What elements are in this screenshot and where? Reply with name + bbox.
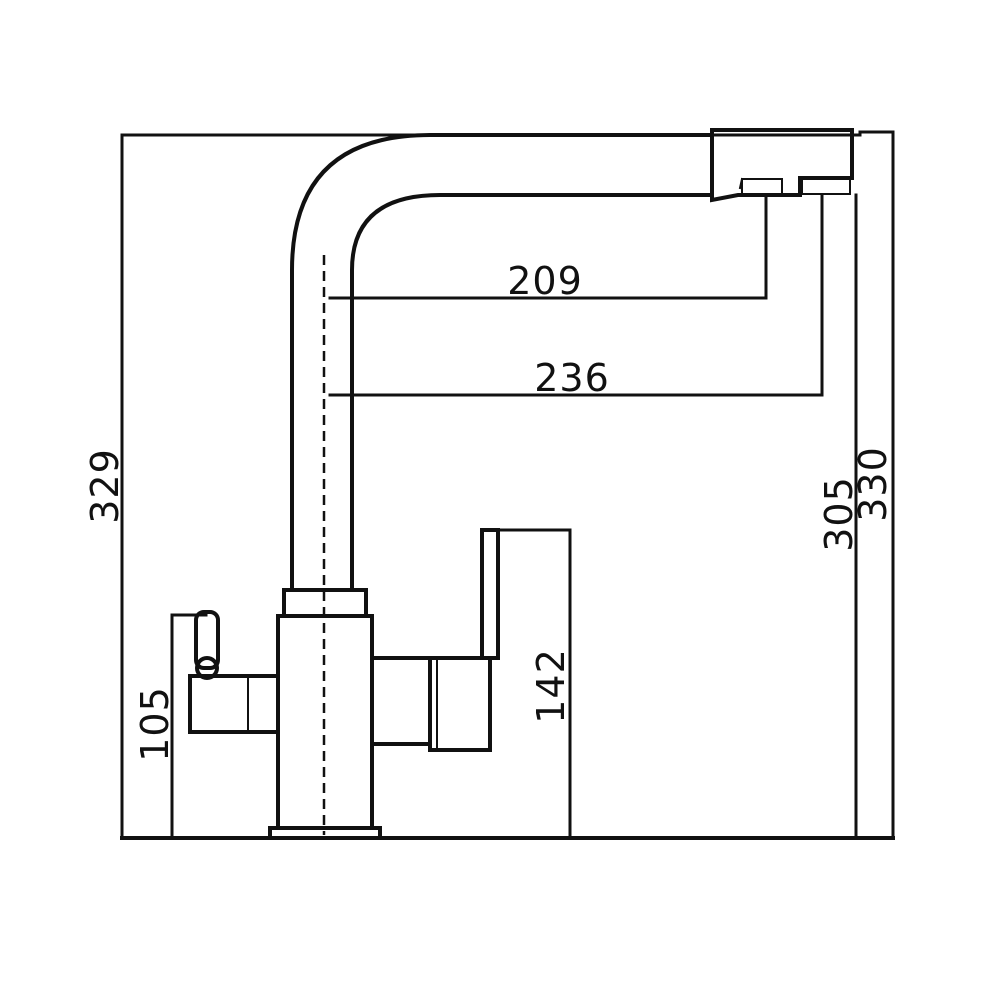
left-lever-housing [188, 674, 280, 734]
spout-inner-edge [350, 193, 714, 592]
spout-head [710, 128, 854, 203]
right-lever-block [428, 656, 492, 752]
dim-label-330: 330 [851, 446, 895, 522]
left-lever-handle [194, 610, 220, 670]
dim-label-329: 329 [83, 448, 127, 524]
right-lever [370, 528, 572, 840]
dim-label-142: 142 [529, 648, 573, 724]
dim-label-305: 305 [817, 476, 861, 552]
base-plate [268, 826, 382, 840]
dim-label-236: 236 [534, 356, 610, 400]
outlet-nozzle-1 [741, 178, 783, 197]
dim-label-105: 105 [133, 686, 177, 762]
right-lever-handle [480, 528, 500, 660]
reach-dimensions [328, 193, 824, 397]
right-lever-connector [370, 656, 432, 746]
nozzle-bevel [738, 177, 744, 190]
outlet-nozzle-2 [801, 178, 851, 195]
spout [290, 128, 854, 592]
spout-outer-edge [290, 133, 714, 592]
dim-label-209: 209 [507, 259, 583, 303]
left-lever [170, 610, 280, 840]
